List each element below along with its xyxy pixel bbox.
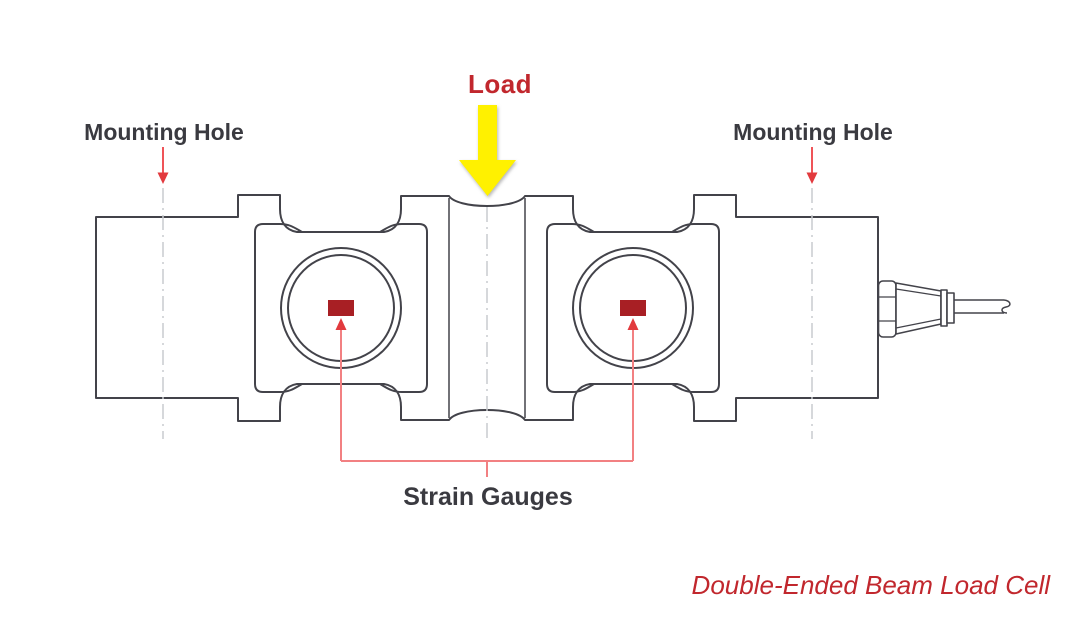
cable-break-symbol	[1001, 299, 1011, 314]
strain-gauge-arrowhead-left	[335, 318, 347, 330]
mounting-hole-arrowhead-left	[157, 172, 169, 184]
cable-ferrule	[940, 289, 948, 327]
pocket-left	[254, 223, 428, 393]
gland-body-line	[895, 288, 942, 297]
cable-ferrule-step	[946, 292, 955, 324]
strain-gauge-left	[328, 300, 354, 316]
diagram-caption: Double-Ended Beam Load Cell	[691, 570, 1050, 600]
strain-gauges-label: Strain Gauges	[403, 483, 573, 511]
mounting-hole-label-right: Mounting Hole	[733, 119, 893, 145]
load-label: Load	[467, 69, 533, 99]
mounting-hole-arrowhead-right	[806, 172, 818, 184]
strain-gauge-arrowhead-right	[627, 318, 639, 330]
strain-gauge-bracket	[341, 460, 633, 477]
cable-gland-nut	[877, 280, 897, 338]
gland-body-line	[895, 318, 942, 329]
mounting-hole-label-left: Mounting Hole	[84, 119, 244, 145]
strain-gauge-right	[620, 300, 646, 316]
load-arrow	[459, 105, 516, 196]
